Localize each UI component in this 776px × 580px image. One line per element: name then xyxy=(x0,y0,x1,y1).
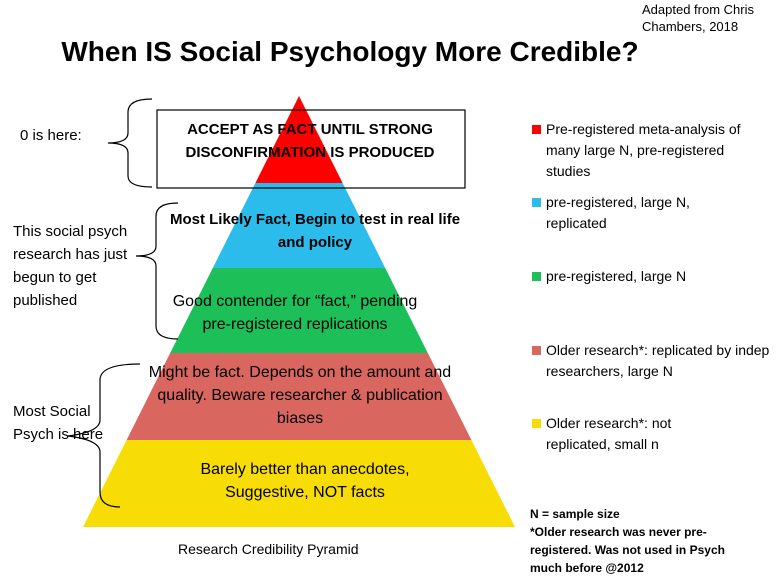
page-title: When IS Social Psychology More Credible? xyxy=(61,36,639,67)
tier-2-text: Most Likely Fact, Begin to test in real … xyxy=(169,211,461,251)
note-most-social-psych: Most Social Psych is here xyxy=(13,403,104,443)
pyramid-tier-1 xyxy=(255,96,343,183)
legend-label: Older research*: not replicated, small n xyxy=(546,415,672,452)
legend-item-salmon: Older research*: replicated by indep res… xyxy=(532,340,772,382)
legend-item-green: pre-registered, large N xyxy=(532,266,732,287)
legend-swatch xyxy=(532,346,541,355)
top-tier-label-box xyxy=(156,109,466,189)
legend-swatch xyxy=(532,272,541,281)
legend-swatch xyxy=(532,198,541,207)
legend-item-blue: pre-registered, large N, replicated xyxy=(532,192,732,234)
tier-4-text: Might be fact. Depends on the amount and… xyxy=(148,364,452,427)
footnotes: N = sample size *Older research was neve… xyxy=(530,505,760,577)
brace-zero xyxy=(107,98,153,188)
legend-swatch xyxy=(532,419,541,428)
legend-label: pre-registered, large N xyxy=(546,268,687,284)
legend-label: pre-registered, large N, replicated xyxy=(546,194,690,231)
brace-most xyxy=(67,363,141,508)
footnote-older-research: *Older research was never pre-registered… xyxy=(530,525,725,575)
pyramid-tier-3 xyxy=(170,268,428,353)
note-just-begun: This social psych research has just begu… xyxy=(13,223,128,309)
pyramid-tier-5 xyxy=(83,440,515,527)
legend-item-red: Pre-registered meta-analysis of many lar… xyxy=(532,119,762,182)
attribution-text: Adapted from Chris Chambers, 2018 xyxy=(642,2,754,34)
legend-label: Pre-registered meta-analysis of many lar… xyxy=(546,121,741,179)
legend-item-yellow: Older research*: not replicated, small n xyxy=(532,413,732,455)
tier-5-text: Barely better than anecdotes, Suggestive… xyxy=(200,461,410,501)
tier-3-text: Good contender for “fact,” pending pre-r… xyxy=(172,293,418,333)
pyramid-tier-2 xyxy=(212,183,386,268)
brace-begun xyxy=(135,202,179,340)
legend-swatch xyxy=(532,125,541,134)
legend-label: Older research*: replicated by indep res… xyxy=(546,342,770,379)
pyramid-tier-4 xyxy=(126,353,472,440)
tier-1-text: ACCEPT AS FACT UNTIL STRONG DISCONFIRMAT… xyxy=(185,121,435,161)
note-zero: 0 is here: xyxy=(20,127,82,144)
footnote-sample-size: N = sample size xyxy=(530,507,620,521)
pyramid-caption: Research Credibility Pyramid xyxy=(178,541,359,557)
